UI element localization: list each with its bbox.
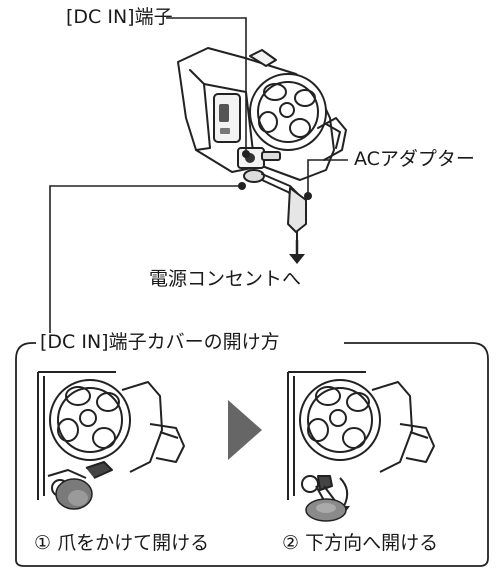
step1-caption: ① 爪をかけて開ける xyxy=(34,532,210,554)
outlet-label: 電源コンセントへ xyxy=(149,268,302,290)
cover-panel-title: [DC IN]端子カバーの開け方 xyxy=(36,333,284,352)
cover-panel-frame xyxy=(15,342,489,567)
dc-in-point-marker xyxy=(242,150,250,158)
step1-illustration xyxy=(30,370,210,520)
step2-cover-shading xyxy=(316,503,336,513)
step2-illustration xyxy=(287,371,435,514)
step-arrow-icon xyxy=(228,400,262,460)
step1-cover-shading xyxy=(68,490,88,506)
down-arrow-icon xyxy=(289,240,305,264)
step2-caption: ② 下方向へ開ける xyxy=(282,532,439,554)
dc-in-terminal-label: [DC IN]端子 xyxy=(66,6,173,28)
cover-point-marker xyxy=(238,182,246,190)
camera-top-illustration xyxy=(177,47,347,243)
leader-lines xyxy=(49,17,348,336)
ac-adapter-label: ACアダプター xyxy=(354,148,475,170)
ac-adapter-point-marker xyxy=(304,192,312,200)
